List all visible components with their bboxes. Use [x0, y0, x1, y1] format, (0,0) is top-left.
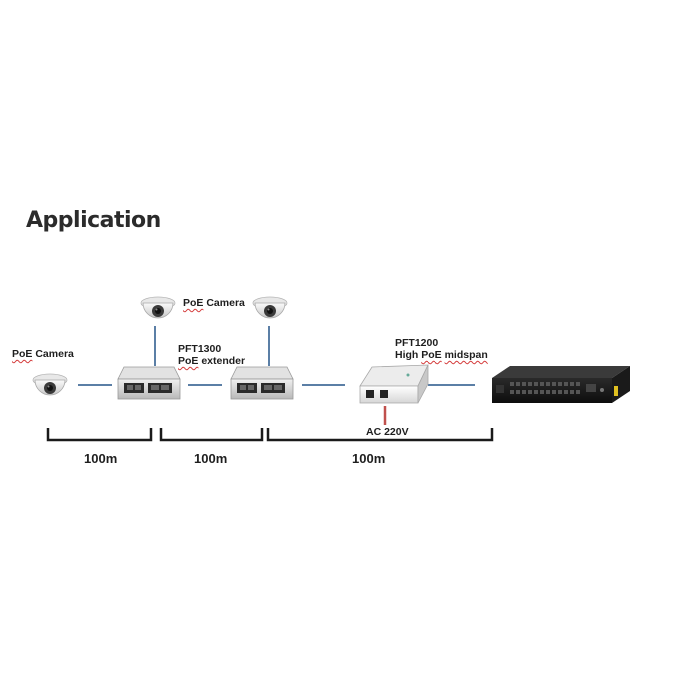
label-camera-top-word2: Camera — [206, 297, 245, 309]
bracket-1 — [46, 428, 153, 442]
label-camera-left: PoE Camera — [12, 348, 74, 360]
label-camera-left-word2: Camera — [35, 348, 74, 360]
distance-label-2: 100m — [194, 451, 228, 466]
dome-camera-icon — [32, 373, 68, 396]
page-title: Application — [26, 208, 161, 233]
network-links — [78, 326, 475, 386]
bracket-3 — [266, 428, 494, 442]
dome-camera-icon — [252, 296, 288, 319]
distance-label-1: 100m — [84, 451, 118, 466]
poe-extender-icon — [230, 366, 294, 400]
poe-injector-icon — [359, 364, 429, 404]
label-midspan-word2: PoE — [421, 349, 442, 361]
label-extender: PFT1300 PoE extender — [178, 343, 245, 367]
label-extender-word1: PoE — [178, 355, 199, 367]
poe-extender-icon — [117, 366, 181, 400]
network-switch-icon — [492, 366, 630, 403]
distance-brackets — [46, 428, 494, 442]
label-camera-top: PoE Camera — [183, 297, 245, 309]
label-camera-top-word1: PoE — [183, 297, 204, 309]
label-extender-model: PFT1300 — [178, 343, 222, 355]
dome-camera-icon — [140, 296, 176, 319]
label-midspan: PFT1200 High PoE midspan — [395, 337, 488, 361]
label-midspan-model: PFT1200 — [395, 337, 439, 349]
distance-label-3: 100m — [352, 451, 386, 466]
label-midspan-word3: midspan — [444, 349, 488, 361]
label-extender-word2: extender — [201, 355, 246, 367]
bracket-2 — [159, 428, 264, 442]
label-midspan-word1: High — [395, 349, 419, 361]
label-power: AC 220V — [366, 426, 409, 438]
label-camera-left-word1: PoE — [12, 348, 33, 360]
